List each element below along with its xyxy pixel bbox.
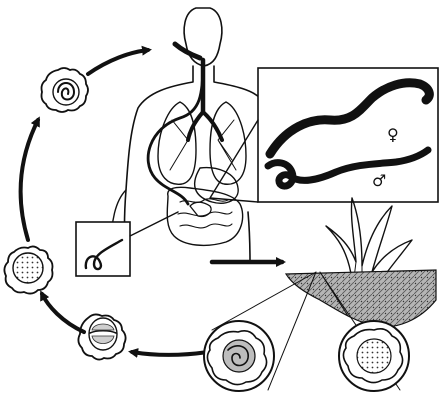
larva-icon (76, 212, 178, 276)
egg-icon (78, 314, 125, 359)
soil-icon (286, 270, 436, 327)
female-symbol: ♀ (387, 125, 399, 144)
egg-icon (4, 246, 52, 293)
male-symbol: ♂ (372, 171, 386, 190)
magnifier-icon (204, 321, 274, 391)
egg-icon (42, 68, 89, 112)
magnifier-icon (339, 321, 409, 391)
plant-icon (326, 198, 412, 282)
human-body-icon (112, 8, 260, 262)
